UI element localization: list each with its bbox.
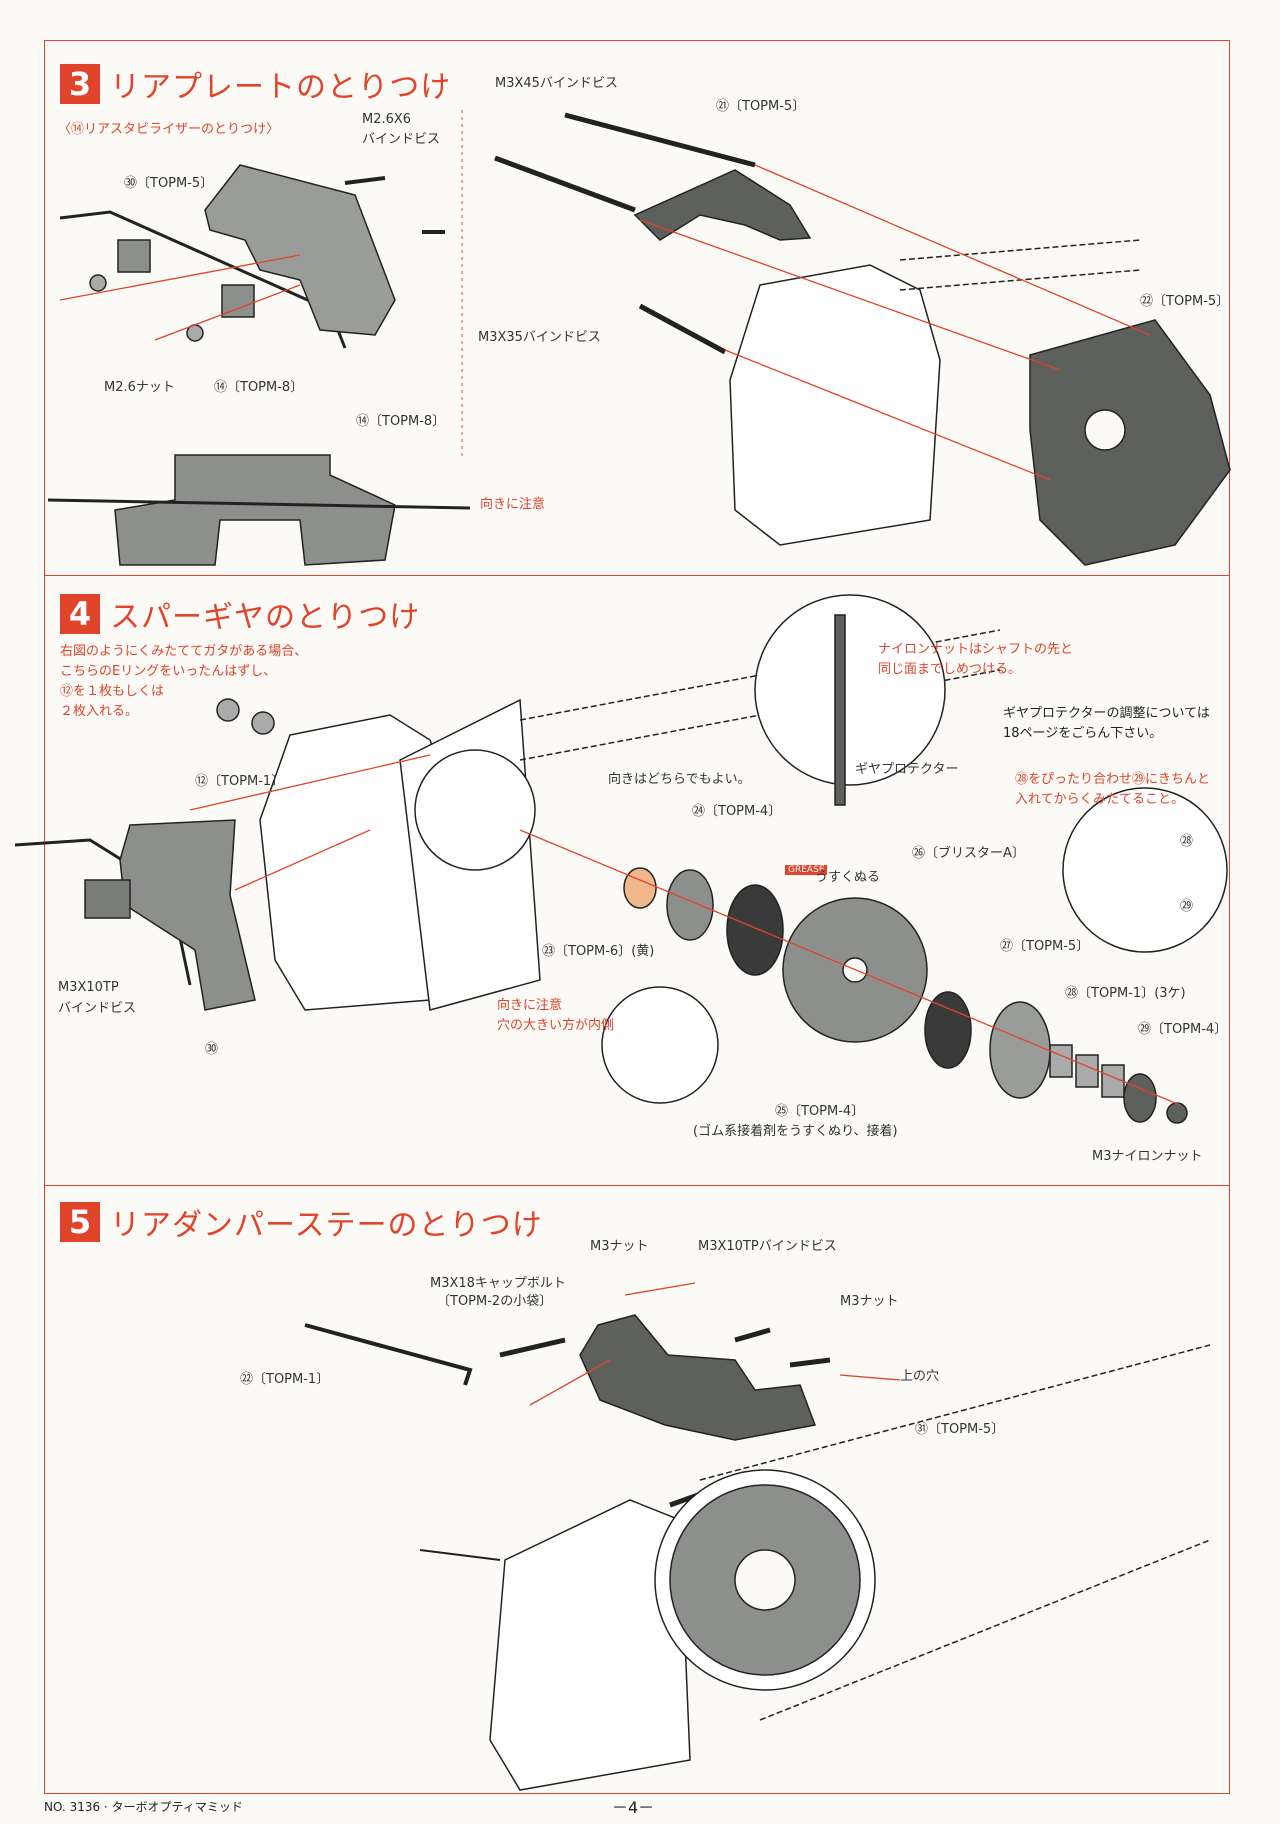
washer-caution-2: 穴の大きい方が内側 — [497, 1018, 615, 1033]
adjust-note-2: 18ページをごらん下さい。 — [1003, 726, 1163, 741]
label-either-direction: 向きはどちらでもよい。 — [608, 772, 751, 787]
divider-3-4 — [44, 575, 1230, 576]
fit-note-2: 入れてからくみたてること。 — [1015, 792, 1185, 807]
section-3-number: 3 — [60, 64, 100, 104]
label-protector: ギヤプロテクター — [855, 762, 959, 777]
label-m3x45: M3X45バインドビス — [495, 76, 618, 91]
label-part-26: ㉖〔ブリスターA〕 — [912, 846, 1025, 861]
label-m3-nut-1: M3ナット — [590, 1239, 649, 1254]
footer-code: NO. 3136 · ターボオプティマミッド — [44, 1800, 243, 1814]
page-frame — [44, 40, 1230, 1794]
adjust-note: ギヤプロテクターの調整については 18ページをごらん下さい。 — [1003, 704, 1210, 744]
adjust-note-1: ギヤプロテクターの調整については — [1003, 706, 1210, 721]
note-line-3: ⑫を１枚もしくは — [60, 684, 165, 699]
label-m3x35: M3X35バインドビス — [478, 330, 601, 345]
label-grease-note: うすくぬる — [815, 870, 881, 885]
stabilizer-subtitle: 〈⑭リアスタビライザーのとりつけ〉 — [58, 122, 280, 137]
section-5-header: 5 リアダンパーステーのとりつけ — [60, 1200, 543, 1244]
label-glue: (ゴム系接着剤をうすくぬり、接着) — [693, 1124, 898, 1139]
label-part-29b: ㉙〔TOPM-4〕 — [1138, 1022, 1228, 1037]
section-5-number: 5 — [60, 1202, 100, 1242]
fit-note: ㉘をぴったり合わせ㉙にきちんと 入れてからくみたてること。 — [1015, 770, 1210, 810]
label-part-30: ㉚〔TOPM-5〕 — [124, 176, 214, 191]
label-part-24: ㉔〔TOPM-4〕 — [692, 804, 782, 819]
label-part-31: ㉛〔TOPM-5〕 — [915, 1422, 1005, 1437]
label-part-22: ㉒〔TOPM-5〕 — [1140, 294, 1230, 309]
section-4-header: 4 スパーギヤのとりつけ — [60, 592, 420, 636]
note-line-4: ２枚入れる。 — [60, 704, 139, 719]
label-part-23: ㉓〔TOPM-6〕(黄) — [542, 944, 655, 959]
label-m3x18: M3X18キャップボルト — [430, 1276, 566, 1291]
washer-caution-1: 向きに注意 — [497, 998, 563, 1013]
label-m3x18-sub: 〔TOPM-2の小袋〕 — [437, 1294, 553, 1309]
nylon-note-1: ナイロンナットはシャフトの先と — [878, 642, 1074, 657]
section-3-header: 3 リアプレートのとりつけ — [60, 62, 451, 106]
label-caution-3: 向きに注意 — [480, 497, 546, 512]
label-part-27: ㉗〔TOPM-5〕 — [1000, 939, 1090, 954]
nylon-note-2: 同じ面までしめつける。 — [878, 662, 1022, 677]
label-part-62: ㉒〔TOPM-1〕 — [240, 1372, 330, 1387]
label-part-25: ㉕〔TOPM-4〕 — [775, 1104, 865, 1119]
section-3-title: リアプレートのとりつけ — [110, 70, 452, 105]
section-4-title: スパーギヤのとりつけ — [110, 600, 421, 635]
label-m3x10tp: M3X10TPバインドビス — [698, 1239, 837, 1254]
label-nylon-nut: M3ナイロンナット — [1092, 1149, 1203, 1164]
label-part-146: ⑭〔TOPM-8〕 — [214, 380, 304, 395]
note-line-1: 右図のようにくみたててガタがある場合、 — [60, 644, 308, 659]
label-part-125: ⑫〔TOPM-1〕 — [195, 774, 285, 789]
washer-caution: 向きに注意 穴の大きい方が内側 — [497, 996, 614, 1036]
label-part-21: ㉑〔TOPM-5〕 — [716, 99, 806, 114]
divider-4-5 — [44, 1185, 1230, 1186]
label-m26x6: M2.6X6 — [362, 112, 412, 127]
nylon-note: ナイロンナットはシャフトの先と 同じ面までしめつける。 — [878, 640, 1073, 680]
section-4-note: 右図のようにくみたててガタがある場合、 こちらのEリングをいったんはずし、 ⑫を… — [60, 642, 307, 722]
label-upper-hole: 上の穴 — [900, 1369, 940, 1384]
label-part-28: ㉘ — [1180, 834, 1194, 849]
label-m3x10-sub: バインドビス — [58, 1001, 137, 1016]
label-part-29: ㉙ — [1180, 899, 1194, 914]
grease-tag: GREASE — [785, 865, 828, 875]
label-part-28b: ㉘〔TOPM-1〕(3ケ) — [1065, 986, 1186, 1001]
fit-note-1: ㉘をぴったり合わせ㉙にきちんと — [1015, 772, 1211, 787]
label-part-144: ⑭〔TOPM-8〕 — [356, 414, 446, 429]
label-m26x6-sub: バインドビス — [362, 132, 441, 147]
label-m26-nut: M2.6ナット — [104, 380, 175, 395]
label-m3x10: M3X10TP — [58, 980, 119, 995]
section-5-title: リアダンパーステーのとりつけ — [110, 1208, 543, 1243]
section-4-number: 4 — [60, 594, 100, 634]
label-m3-nut-2: M3ナット — [840, 1294, 899, 1309]
page-number: －4－ — [612, 1798, 655, 1817]
note-line-2: こちらのEリングをいったんはずし、 — [60, 664, 277, 679]
label-part-30b: ㉚ — [205, 1042, 219, 1057]
